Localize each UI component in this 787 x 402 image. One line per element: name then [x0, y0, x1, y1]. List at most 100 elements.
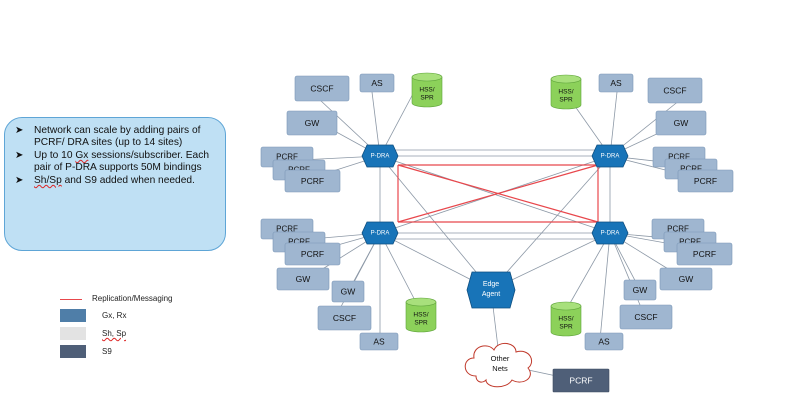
gw-node-label: GW [674, 118, 689, 128]
pcrf-node-label: PCRF [693, 249, 716, 259]
cscf-node [317, 305, 372, 331]
edge-agent-hub [466, 271, 516, 309]
gw-node [623, 279, 657, 301]
gw-node [655, 110, 707, 136]
edge-agent-label-1: Edge [483, 281, 499, 288]
gw-node [659, 267, 713, 291]
gw-node [286, 110, 338, 136]
as-node-label: AS [610, 78, 622, 88]
hss-spr-database [411, 76, 443, 108]
pcrf-node-label: PCRF [276, 153, 298, 162]
pcrf-node [284, 242, 341, 266]
legend-swatch [60, 309, 86, 322]
pcrf-node [677, 169, 734, 193]
p-dra-hub [591, 221, 629, 245]
pcrf-node-label: PCRF [668, 153, 690, 162]
bullet-text: sessions/subscriber. Each pair of P-DRA … [34, 150, 209, 173]
as-node [584, 332, 624, 351]
gw-node-label: GW [296, 274, 311, 284]
callout-bullet: ➤ Sh/Sp and S9 added when needed. [13, 175, 217, 187]
spellcheck-word: Sh/Sp [34, 175, 62, 186]
edge-agent-label-2: Agent [482, 291, 500, 298]
callout-bullet-list: ➤ Network can scale by adding pairs of PC… [13, 125, 217, 187]
cscf-node-label: CSCF [333, 313, 356, 323]
callout-bullet: ➤ Up to 10 Gx sessions/subscriber. Each p… [13, 150, 217, 174]
hss-spr-database-label-1: HSS/ [413, 312, 428, 319]
pcrf-dark-node [552, 368, 610, 393]
pcrf-node-label: PCRF [680, 165, 702, 174]
pcrf-node-label: PCRF [276, 225, 298, 234]
hss-spr-database-label-2: SPR [420, 95, 434, 102]
legend-swatch [60, 345, 86, 358]
pcrf-node [284, 169, 341, 193]
bullet-text: Network can scale by adding pairs of PCR… [34, 125, 201, 148]
pcrf-node-label: PCRF [694, 176, 717, 186]
p-dra-label: P-DRA [601, 231, 620, 237]
as-node-label: AS [373, 336, 385, 346]
hss-spr-database-top [550, 301, 582, 311]
bullet-arrow-icon: ➤ [15, 125, 24, 136]
replication-line [397, 164, 599, 223]
hss-spr-database-top [405, 297, 437, 307]
hss-spr-database-label-1: HSS/ [419, 87, 434, 94]
callout-bullet: ➤ Network can scale by adding pairs of PC… [13, 125, 217, 149]
p-dra-label: P-DRA [371, 231, 390, 237]
other-nets-cloud [464, 343, 532, 388]
cscf-node-label: CSCF [634, 312, 657, 322]
cscf-node [647, 77, 703, 104]
cloud-label-1: Other [491, 354, 510, 363]
pcrf-node-label: PCRF [667, 225, 689, 234]
p-dra-hub [361, 221, 399, 245]
as-node-label: AS [598, 336, 610, 346]
hss-spr-database-label-2: SPR [414, 320, 428, 327]
connection-line [334, 232, 381, 319]
info-callout: ➤ Network can scale by adding pairs of PC… [4, 117, 226, 251]
bullet-text: Up to 10 [34, 150, 76, 161]
legend-label: Gx, Rx [102, 311, 127, 320]
connection-line [609, 232, 646, 318]
pcrf-node-label: PCRF [679, 238, 701, 247]
hss-spr-database-top [550, 74, 582, 84]
cscf-node [619, 304, 673, 330]
gw-node-label: GW [679, 274, 694, 284]
pcrf-node-label: PCRF [301, 249, 324, 259]
p-dra-hub [361, 144, 399, 168]
hss-spr-database-label-2: SPR [559, 97, 573, 104]
as-node-label: AS [371, 78, 383, 88]
bullet-arrow-icon: ➤ [15, 150, 24, 161]
legend-replication-label: Replication/Messaging [92, 294, 173, 303]
connection-line [490, 155, 611, 291]
hss-spr-database [405, 301, 437, 333]
p-dra-hub [591, 144, 629, 168]
replication-line-swatch [60, 299, 82, 300]
hss-spr-database-top [411, 72, 443, 82]
bullet-text: and S9 added when needed. [61, 175, 195, 186]
pcrf-node-label: PCRF [288, 238, 310, 247]
cloud-label-2: Nets [492, 364, 508, 373]
legend-label: Sh, Sp [102, 329, 127, 338]
connection-line [379, 232, 421, 311]
hss-spr-database [550, 78, 582, 110]
gw-node-label: GW [341, 286, 356, 296]
gw-node-label: GW [633, 285, 648, 295]
pcrf-node [676, 242, 733, 266]
p-dra-label: P-DRA [371, 154, 390, 160]
hss-spr-database-label-1: HSS/ [558, 316, 573, 323]
as-node [598, 73, 634, 93]
gw-node-label: GW [305, 118, 320, 128]
as-node [359, 73, 395, 93]
pcrf-dark-node-label: PCRF [569, 375, 592, 385]
cscf-node-label: CSCF [310, 83, 333, 93]
pcrf-node-label: PCRF [301, 176, 324, 186]
cscf-node [294, 75, 350, 102]
spellcheck-word: Gx [75, 150, 89, 161]
hss-spr-database-label-2: SPR [559, 324, 573, 331]
bullet-arrow-icon: ➤ [15, 175, 24, 186]
connection-line [564, 232, 611, 313]
hss-spr-database [550, 305, 582, 337]
as-node [359, 332, 399, 351]
cscf-node-label: CSCF [663, 85, 686, 95]
legend-swatch [60, 327, 86, 340]
gw-node [276, 267, 330, 291]
